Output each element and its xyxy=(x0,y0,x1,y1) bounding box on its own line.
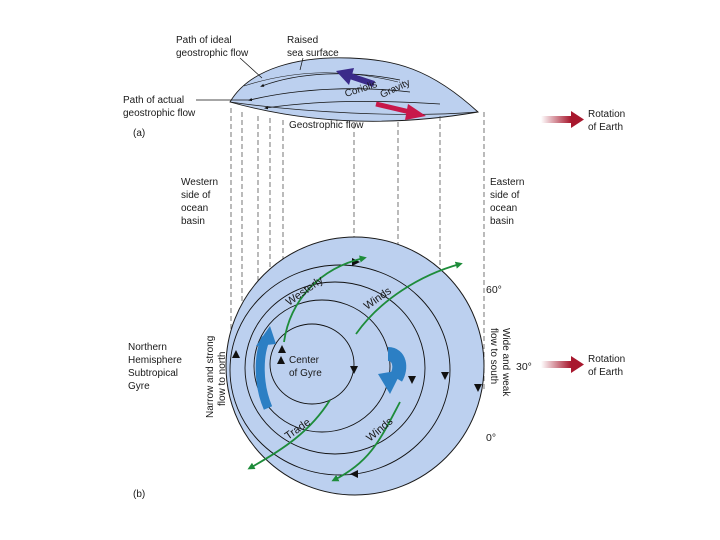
panel-a: Path of ideal geostrophic flow Raised se… xyxy=(123,35,479,139)
svg-text:side of: side of xyxy=(490,190,520,201)
eastern-side-label: Eastern side of ocean basin xyxy=(490,177,524,227)
path-ideal-leader xyxy=(239,57,263,79)
rotation-arrow-top: Rotation of Earth xyxy=(541,109,625,133)
narrow-flow-label-2: flow to north xyxy=(217,352,228,406)
sea-surface-ridge xyxy=(243,72,399,87)
gyre-name-2: Hemisphere xyxy=(128,355,182,366)
rotation-bottom-label-1: Rotation xyxy=(588,354,625,365)
svg-text:basin: basin xyxy=(490,216,514,227)
western-current-head xyxy=(256,326,276,346)
svg-text:side of: side of xyxy=(181,190,211,201)
svg-text:Western: Western xyxy=(181,177,218,188)
actual-flow-line xyxy=(248,88,411,102)
eastern-current-head xyxy=(378,370,402,394)
latitude-60-label: 60° xyxy=(486,284,502,296)
coriolis-arrow-shaft xyxy=(349,73,375,87)
coriolis-arrow-head xyxy=(336,68,354,85)
svg-text:ocean: ocean xyxy=(490,203,517,214)
rotation-bottom-label-2: of Earth xyxy=(588,367,623,378)
geostrophic-flow-line xyxy=(264,100,441,110)
sea-surface-base xyxy=(229,101,479,115)
svg-text:Eastern: Eastern xyxy=(490,177,524,188)
center-label-2: of Gyre xyxy=(289,368,322,379)
raised-sea-surface xyxy=(229,57,479,122)
ideal-flow-line xyxy=(260,73,401,87)
panel-a-label: (a) xyxy=(133,128,145,139)
rotation-arrow-bottom: Rotation of Earth xyxy=(541,354,625,378)
path-actual-label-1: Path of actual xyxy=(123,95,184,106)
gyre-name-1: Northern xyxy=(128,342,167,353)
panel-b-label: (b) xyxy=(133,489,145,500)
path-actual-label-2: geostrophic flow xyxy=(123,108,196,119)
raised-sea-label-1: Raised xyxy=(287,35,318,46)
center-label-1: Center xyxy=(289,355,320,366)
wind-arrows xyxy=(247,255,463,482)
western-side-label: Western side of ocean basin xyxy=(181,177,218,227)
geostrophic-flow-label: Geostrophic flow xyxy=(289,120,364,131)
path-ideal-label-2: geostrophic flow xyxy=(176,48,249,59)
latitude-30-label: 30° xyxy=(516,361,532,373)
path-ideal-label-1: Path of ideal xyxy=(176,35,232,46)
gravity-arrow-head xyxy=(405,104,426,120)
svg-text:ocean: ocean xyxy=(181,203,208,214)
panel-b: Westerly Winds Trade Winds Center of Gyr… xyxy=(128,236,532,500)
gyre-streamlines xyxy=(229,264,451,476)
rotation-top-label-2: of Earth xyxy=(588,122,623,133)
narrow-flow-label-1: Narrow and strong xyxy=(205,336,216,418)
rotation-top-label-1: Rotation xyxy=(588,109,625,120)
wide-flow-label-2: flow to south xyxy=(488,328,499,384)
raised-sea-label-2: sea surface xyxy=(287,48,339,59)
gyre-name-3: Subtropical xyxy=(128,368,178,379)
latitude-0-label: 0° xyxy=(486,432,496,444)
raised-sea-leader xyxy=(299,57,304,71)
wide-flow-label-1: Wide and weak xyxy=(500,328,511,397)
svg-text:basin: basin xyxy=(181,216,205,227)
gravity-arrow-shaft xyxy=(375,101,411,115)
gyre-name-4: Gyre xyxy=(128,381,150,392)
